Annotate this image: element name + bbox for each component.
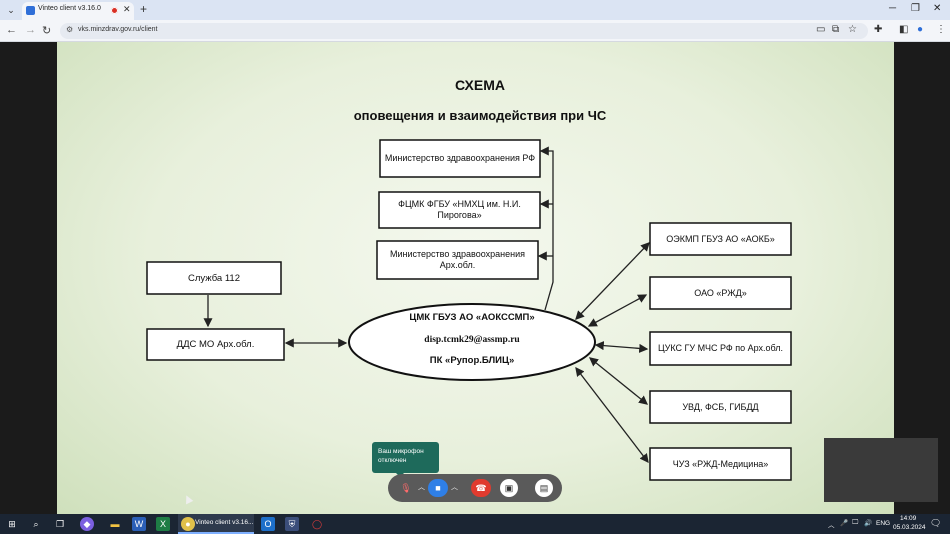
profile-icon[interactable]: ● (917, 24, 924, 35)
new-tab-button[interactable]: + (140, 2, 148, 16)
box-cuks: ЦУКС ГУ МЧС РФ по Арх.обл. (649, 331, 792, 366)
tab-search-icon[interactable]: ⌄ (7, 5, 15, 15)
camera-options-chevron-icon[interactable]: ︿ (451, 484, 458, 491)
assistant-app-icon[interactable]: ◆ (80, 517, 94, 531)
site-settings-icon[interactable]: ⚙ (66, 25, 74, 34)
opera-icon[interactable]: ◯ (311, 519, 323, 529)
tray-network-icon[interactable]: 🖵 (852, 519, 859, 526)
taskbar-chrome-active[interactable]: ● Vinteo client v3.16... (178, 514, 254, 534)
mic-muted-icon[interactable]: 🎙 (400, 483, 412, 493)
box-chuz-label: ЧУЗ «РЖД-Медицина» (672, 459, 769, 469)
box-minzdrav-ark-label: Министерство здравоохранения Арх.обл. (390, 249, 525, 270)
install-app-icon[interactable]: ⧉ (832, 24, 840, 35)
tray-volume-icon[interactable]: 🔊 (864, 520, 873, 527)
outlook-icon[interactable]: O (261, 517, 275, 531)
taskbar-active-title: Vinteo client v3.16... (195, 519, 254, 526)
task-view-icon[interactable]: ❐ (55, 519, 65, 529)
notifications-icon[interactable]: 🗨 (930, 518, 942, 528)
recording-indicator-icon (111, 7, 118, 14)
screen-share-icon[interactable]: ▤ (535, 479, 553, 497)
box-service-112: Служба 112 (146, 261, 282, 295)
video-stage: СХЕМА оповещения и взаимодействия при ЧС (0, 42, 950, 514)
connector-cuks (594, 341, 649, 353)
center-ellipse: ЦМК ГБУЗ АО «АОКССМП» disp.tcmk29@assmp.… (348, 303, 596, 381)
box-cuks-label: ЦУКС ГУ МЧС РФ по Арх.обл. (657, 343, 784, 353)
picture-in-picture-icon[interactable]: ▣ (500, 479, 518, 497)
box-minzdrav-rf: Министерство здравоохранения РФ (379, 139, 541, 178)
box-chuz: ЧУЗ «РЖД-Медицина» (649, 447, 792, 481)
connector-oekmp (575, 242, 650, 320)
tab-close-icon[interactable]: ✕ (123, 4, 131, 14)
box-uvd: УВД, ФСБ, ГИБДД (649, 390, 792, 424)
center-line-3: ПК «Рупор.БЛИЦ» (430, 355, 514, 366)
browser-tab[interactable]: Vinteo client v3.16.0 ✕ (22, 2, 134, 20)
address-bar-row: ← → ↻ ⚙ vks.minzdrav.gov.ru/client ▭ ⧉ ☆… (0, 20, 950, 42)
box-service-112-label: Служба 112 (187, 272, 240, 284)
cast-icon[interactable]: ▭ (816, 24, 826, 35)
reload-icon[interactable]: ↻ (42, 25, 52, 37)
mic-muted-tooltip: Ваш микрофон отключен (372, 442, 439, 477)
connector-chuz (575, 366, 649, 464)
extensions-icon[interactable]: ✚ (874, 24, 883, 35)
search-icon[interactable]: ⌕ (33, 519, 39, 529)
shared-slide: СХЕМА оповещения и взаимодействия при ЧС (57, 42, 894, 514)
vinteo-favicon-icon (26, 6, 35, 15)
restore-icon[interactable]: ❐ (911, 3, 920, 14)
camera-icon[interactable]: ■ (428, 479, 448, 497)
mic-options-chevron-icon[interactable]: ︿ (418, 484, 425, 491)
self-view-video[interactable] (824, 438, 938, 502)
center-line-2: disp.tcmk29@assmp.ru (424, 335, 520, 345)
box-rzd: ОАО «РЖД» (649, 276, 792, 310)
chrome-icon: ● (181, 517, 195, 531)
box-dds-label: ДДС МО Арх.обл. (176, 339, 255, 350)
box-minzdrav-ark: Министерство здравоохранения Арх.обл. (376, 240, 539, 280)
file-explorer-icon[interactable]: ▬ (110, 519, 120, 529)
side-panel-icon[interactable]: ◧ (899, 24, 909, 35)
window-close-icon[interactable]: ✕ (933, 3, 942, 14)
menu-kebab-icon[interactable]: ⋮ (936, 24, 946, 35)
slide-subtitle: оповещения и взаимодействия при ЧС (354, 108, 607, 123)
center-line-1: ЦМК ГБУЗ АО «АОКССМП» (409, 312, 534, 323)
tray-time[interactable]: 14:09 (900, 515, 917, 522)
tab-strip: ⌄ Vinteo client v3.16.0 ✕ + ─ ❐ ✕ (0, 0, 950, 20)
call-controls: 🎙 ︿ ■ ︿ ☎ ▣ ▤ (388, 474, 562, 502)
app-shield-icon[interactable]: ⛨ (285, 517, 299, 531)
box-dds: ДДС МО Арх.обл. (146, 328, 285, 361)
connector-rzd (587, 294, 648, 327)
slide-title: СХЕМА (455, 77, 505, 93)
start-icon[interactable]: ⊞ (8, 519, 16, 529)
omnibox[interactable]: ⚙ vks.minzdrav.gov.ru/client (60, 23, 868, 39)
back-icon[interactable]: ← (6, 24, 17, 36)
windows-taskbar: ⊞ ⌕ ❐ ◆ ▬ W X ● Vinteo client v3.16... O… (0, 514, 950, 534)
minimize-icon[interactable]: ─ (889, 3, 897, 14)
box-oekmp: ОЭКМП ГБУЗ АО «АОКБ» (649, 222, 792, 256)
hangup-icon[interactable]: ☎ (471, 479, 491, 497)
box-oekmp-label: ОЭКМП ГБУЗ АО «АОКБ» (666, 234, 775, 244)
tray-mic-icon[interactable]: 🎤 (840, 520, 849, 527)
box-minzdrav-rf-label: Министерство здравоохранения РФ (384, 153, 536, 163)
tray-chevron-icon[interactable]: ︿ (828, 522, 835, 529)
forward-icon[interactable]: → (25, 24, 36, 36)
box-rzd-label: ОАО «РЖД» (694, 288, 747, 298)
word-icon[interactable]: W (132, 517, 146, 531)
box-uvd-label: УВД, ФСБ, ГИБДД (682, 402, 759, 412)
bookmark-star-icon[interactable]: ☆ (848, 24, 857, 35)
scheme-diagram: СХЕМА оповещения и взаимодействия при ЧС (146, 77, 792, 481)
box-fcmk: ФЦМК ФГБУ «НМХЦ им. Н.И. Пирогова» (378, 191, 541, 229)
tray-language[interactable]: ENG (876, 520, 891, 527)
connector-minzdrav-rf (539, 146, 554, 311)
excel-icon[interactable]: X (156, 517, 170, 531)
tab-title: Vinteo client v3.16.0 (38, 5, 101, 12)
tray-date[interactable]: 05.03.2024 (893, 524, 926, 531)
url-text: vks.minzdrav.gov.ru/client (78, 26, 158, 33)
box-fcmk-label: ФЦМК ФГБУ «НМХЦ им. Н.И. Пирогова» (398, 199, 521, 220)
